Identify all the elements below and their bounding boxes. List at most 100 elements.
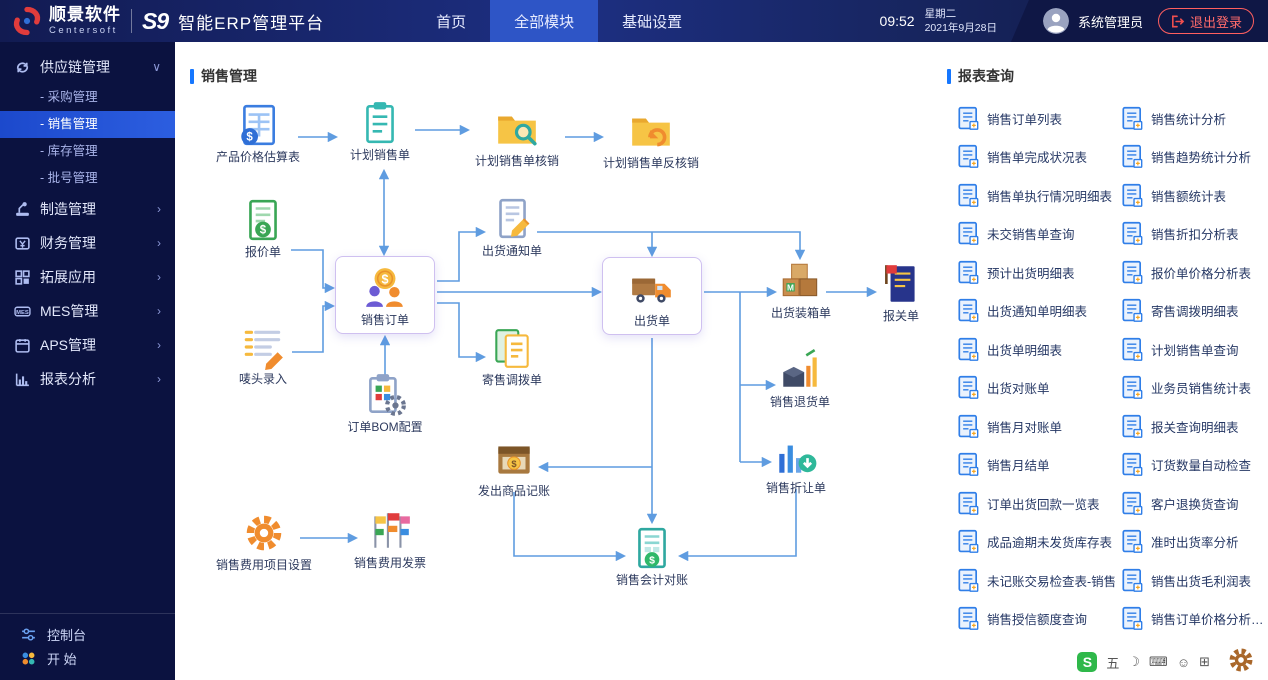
report-link[interactable]: 销售单完成状况表 <box>957 138 1121 177</box>
folder-undo-icon <box>628 108 674 154</box>
keyboard-icon[interactable]: ⌨ <box>1149 654 1168 669</box>
report-link[interactable]: 销售订单列表 <box>957 99 1121 138</box>
report-link[interactable]: 报关查询明细表 <box>1121 407 1268 446</box>
report-link[interactable]: 未记账交易检查表-销售 <box>957 561 1121 600</box>
sidebar-group-aps[interactable]: APS管理› <box>0 328 175 362</box>
report-link[interactable]: 预计出货明细表 <box>957 253 1121 292</box>
flow-node-expense-invoice[interactable]: 销售费用发票 <box>335 508 445 571</box>
mes-icon: MES <box>14 303 31 320</box>
report-link[interactable]: 业务员销售统计表 <box>1121 369 1268 408</box>
settings-gear-icon[interactable] <box>1226 645 1256 675</box>
doc-dollar-green-icon: $ <box>240 197 286 243</box>
sidebar-group-report-analysis[interactable]: 报表分析› <box>0 362 175 396</box>
nav-all-modules[interactable]: 全部模块 <box>490 0 599 42</box>
flow-node-price-estimate[interactable]: $产品价格估算表 <box>203 102 313 165</box>
clipboard-doc-icon <box>357 100 403 146</box>
report-link[interactable]: 客户退换货查询 <box>1121 484 1268 523</box>
logout-button[interactable]: 退出登录 <box>1157 8 1254 34</box>
brand: 顺景软件 Centersoft <box>0 5 121 36</box>
ime-logo-icon[interactable]: S <box>1077 652 1098 672</box>
sidebar-footer-console[interactable]: 控制台 <box>0 622 175 646</box>
nav-home[interactable]: 首页 <box>436 13 467 31</box>
sidebar-item-batch[interactable]: 批号管理 <box>0 165 175 192</box>
flow-node-plan-unverify[interactable]: 计划销售单反核销 <box>596 108 706 171</box>
report-link[interactable]: 出货对账单 <box>957 369 1121 408</box>
report-doc-icon <box>1121 491 1144 516</box>
sidebar-item-inventory[interactable]: 库存管理 <box>0 138 175 165</box>
svg-text:$: $ <box>382 272 389 286</box>
report-link[interactable]: 出货通知单明细表 <box>957 292 1121 331</box>
company-name: 顺景软件 <box>49 5 121 25</box>
ime-mode[interactable]: 五 <box>1106 655 1120 671</box>
apps-icon <box>14 269 31 286</box>
gear-orange-icon <box>241 510 287 556</box>
flow-node-consign-transfer[interactable]: 寄售调拨单 <box>457 325 567 388</box>
supply-chain-icon <box>14 59 31 76</box>
report-link[interactable]: 准时出货率分析 <box>1121 523 1268 562</box>
flow-node-goods-ledger[interactable]: $发出商品记账 <box>459 436 569 499</box>
report-link[interactable]: 销售授信额度查询 <box>957 600 1121 639</box>
report-link[interactable]: 未交销售单查询 <box>957 215 1121 254</box>
report-doc-icon <box>957 452 980 477</box>
report-link[interactable]: 报价单价格分析表 <box>1121 253 1268 292</box>
report-doc-icon <box>957 568 980 593</box>
flow-node-sales-order[interactable]: $销售订单 <box>335 256 435 334</box>
report-doc-icon <box>1121 298 1144 323</box>
flow-node-mark-entry[interactable]: 唛头录入 <box>208 324 318 387</box>
report-link[interactable]: 销售出货毛利润表 <box>1121 561 1268 600</box>
flow-node-ship-notice[interactable]: 出货通知单 <box>457 196 567 259</box>
report-link[interactable]: 寄售调拨明细表 <box>1121 292 1268 331</box>
customs-doc-icon <box>878 261 924 307</box>
console-icon <box>20 626 37 643</box>
flow-node-ship-order[interactable]: 出货单 <box>602 257 702 335</box>
sidebar-group-apps[interactable]: 拓展应用› <box>0 260 175 294</box>
clipboard-gear-icon <box>362 372 408 418</box>
report-link[interactable]: 销售订单价格分析… <box>1121 600 1268 639</box>
report-doc-icon <box>957 183 980 208</box>
user-zone: 系统管理员 退出登录 <box>1010 0 1268 42</box>
svg-text:MES: MES <box>16 310 29 316</box>
flow-arrows <box>291 124 878 562</box>
report-link[interactable]: 成品逾期未发货库存表 <box>957 523 1121 562</box>
report-doc-icon <box>957 491 980 516</box>
moon-icon[interactable]: ☽ <box>1128 654 1141 669</box>
sidebar-item-sales[interactable]: 销售管理 <box>0 111 175 138</box>
flow-node-sales-allowance[interactable]: 销售折让单 <box>741 433 851 496</box>
sidebar-group-finance[interactable]: 财务管理› <box>0 226 175 260</box>
flow-node-customs[interactable]: 报关单 <box>846 261 956 324</box>
report-link[interactable]: 销售月对账单 <box>957 407 1121 446</box>
report-link[interactable]: 销售月结单 <box>957 446 1121 485</box>
report-link[interactable]: 销售额统计表 <box>1121 176 1268 215</box>
flags-icon <box>367 508 413 554</box>
grid-icon[interactable]: ⊞ <box>1199 654 1210 669</box>
report-link[interactable]: 订货数量自动检查 <box>1121 446 1268 485</box>
report-link[interactable]: 出货单明细表 <box>957 330 1121 369</box>
user-icon[interactable]: ☺ <box>1176 654 1191 670</box>
page-title: 销售管理 <box>201 68 257 84</box>
sidebar-item-purchase[interactable]: 采购管理 <box>0 84 175 111</box>
flow-node-acct-recon[interactable]: $销售会计对账 <box>597 525 707 588</box>
report-title: 报表查询 <box>958 68 1014 84</box>
flow-node-expense-items[interactable]: 销售费用项目设置 <box>209 510 319 573</box>
nav-basic-settings[interactable]: 基础设置 <box>622 13 683 31</box>
product-logo: S9 <box>142 7 169 34</box>
report-link[interactable]: 计划销售单查询 <box>1121 330 1268 369</box>
report-link[interactable]: 销售折扣分析表 <box>1121 215 1268 254</box>
flow-node-quotation[interactable]: $报价单 <box>208 197 318 260</box>
sidebar-group-manufacturing[interactable]: 制造管理› <box>0 192 175 226</box>
flow-node-plan-verify[interactable]: 计划销售单核销 <box>462 106 572 169</box>
flow-node-sales-return[interactable]: 销售退货单 <box>745 347 855 410</box>
sidebar-footer-start[interactable]: 开 始 <box>0 646 175 670</box>
report-link[interactable]: 销售趋势统计分析 <box>1121 138 1268 177</box>
docs-stack-icon <box>489 325 535 371</box>
report-link[interactable]: 销售统计分析 <box>1121 99 1268 138</box>
report-link[interactable]: 订单出货回款一览表 <box>957 484 1121 523</box>
flow-node-bom-config[interactable]: 订单BOM配置 <box>330 372 440 435</box>
ledger-dollar-icon: $ <box>491 436 537 482</box>
sidebar-group-supply-chain[interactable]: 供应链管理∨ <box>0 50 175 84</box>
flow-node-plan-sales[interactable]: 计划销售单 <box>325 100 435 163</box>
report-link[interactable]: 销售单执行情况明细表 <box>957 176 1121 215</box>
report-doc-icon <box>1121 606 1144 631</box>
